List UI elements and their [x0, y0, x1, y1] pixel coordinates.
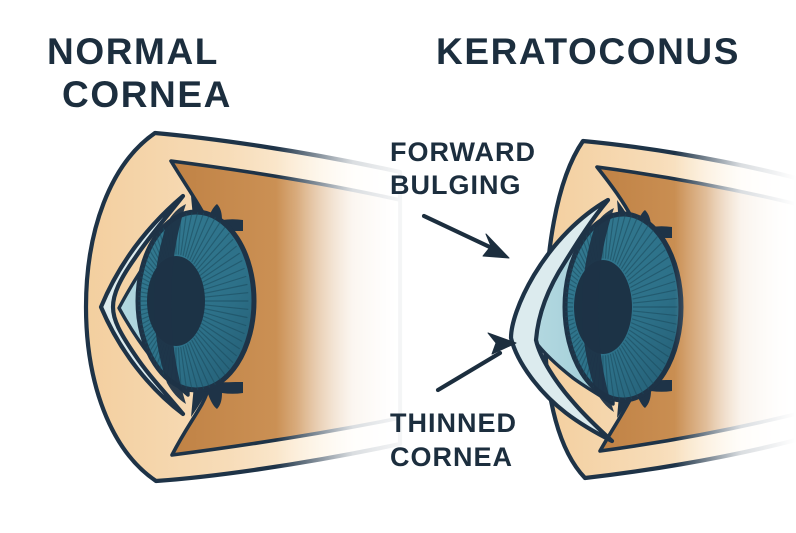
limbus-shadow-keratoconus — [582, 208, 614, 412]
annotation-forward-bulging-line1: FORWARD — [390, 137, 536, 167]
annotation-thinned-cornea-line2: CORNEA — [390, 442, 513, 472]
thinned-cornea-arrow — [435, 332, 517, 393]
keratoconus-globe-group — [508, 138, 796, 481]
panel-title-normal-line2: CORNEA — [62, 74, 232, 115]
annotation-thinned-cornea-line1: THINNED — [390, 408, 517, 438]
normal-cornea-panel: NORMAL CORNEA — [47, 31, 403, 484]
annotation-thinned-cornea: THINNED CORNEA — [390, 332, 517, 472]
cornea-normal — [98, 193, 186, 417]
annotation-forward-bulging-line2: BULGING — [390, 170, 522, 200]
cornea-keratoconus — [508, 197, 615, 444]
iris-striations-keratoconus — [565, 214, 678, 400]
panel-title-keratoconus-line1: KERATOCONUS — [436, 31, 740, 72]
forward-bulging-arrow — [421, 213, 510, 259]
annotation-forward-bulging: FORWARD BULGING — [390, 137, 536, 259]
panel-title-normal-line1: NORMAL — [47, 31, 219, 72]
normal-globe-group — [83, 130, 403, 484]
limbus-shadow-normal — [154, 204, 186, 404]
keratoconus-panel: KERATOCONUS FORWARD BULGING THINNED CORN… — [390, 31, 796, 481]
